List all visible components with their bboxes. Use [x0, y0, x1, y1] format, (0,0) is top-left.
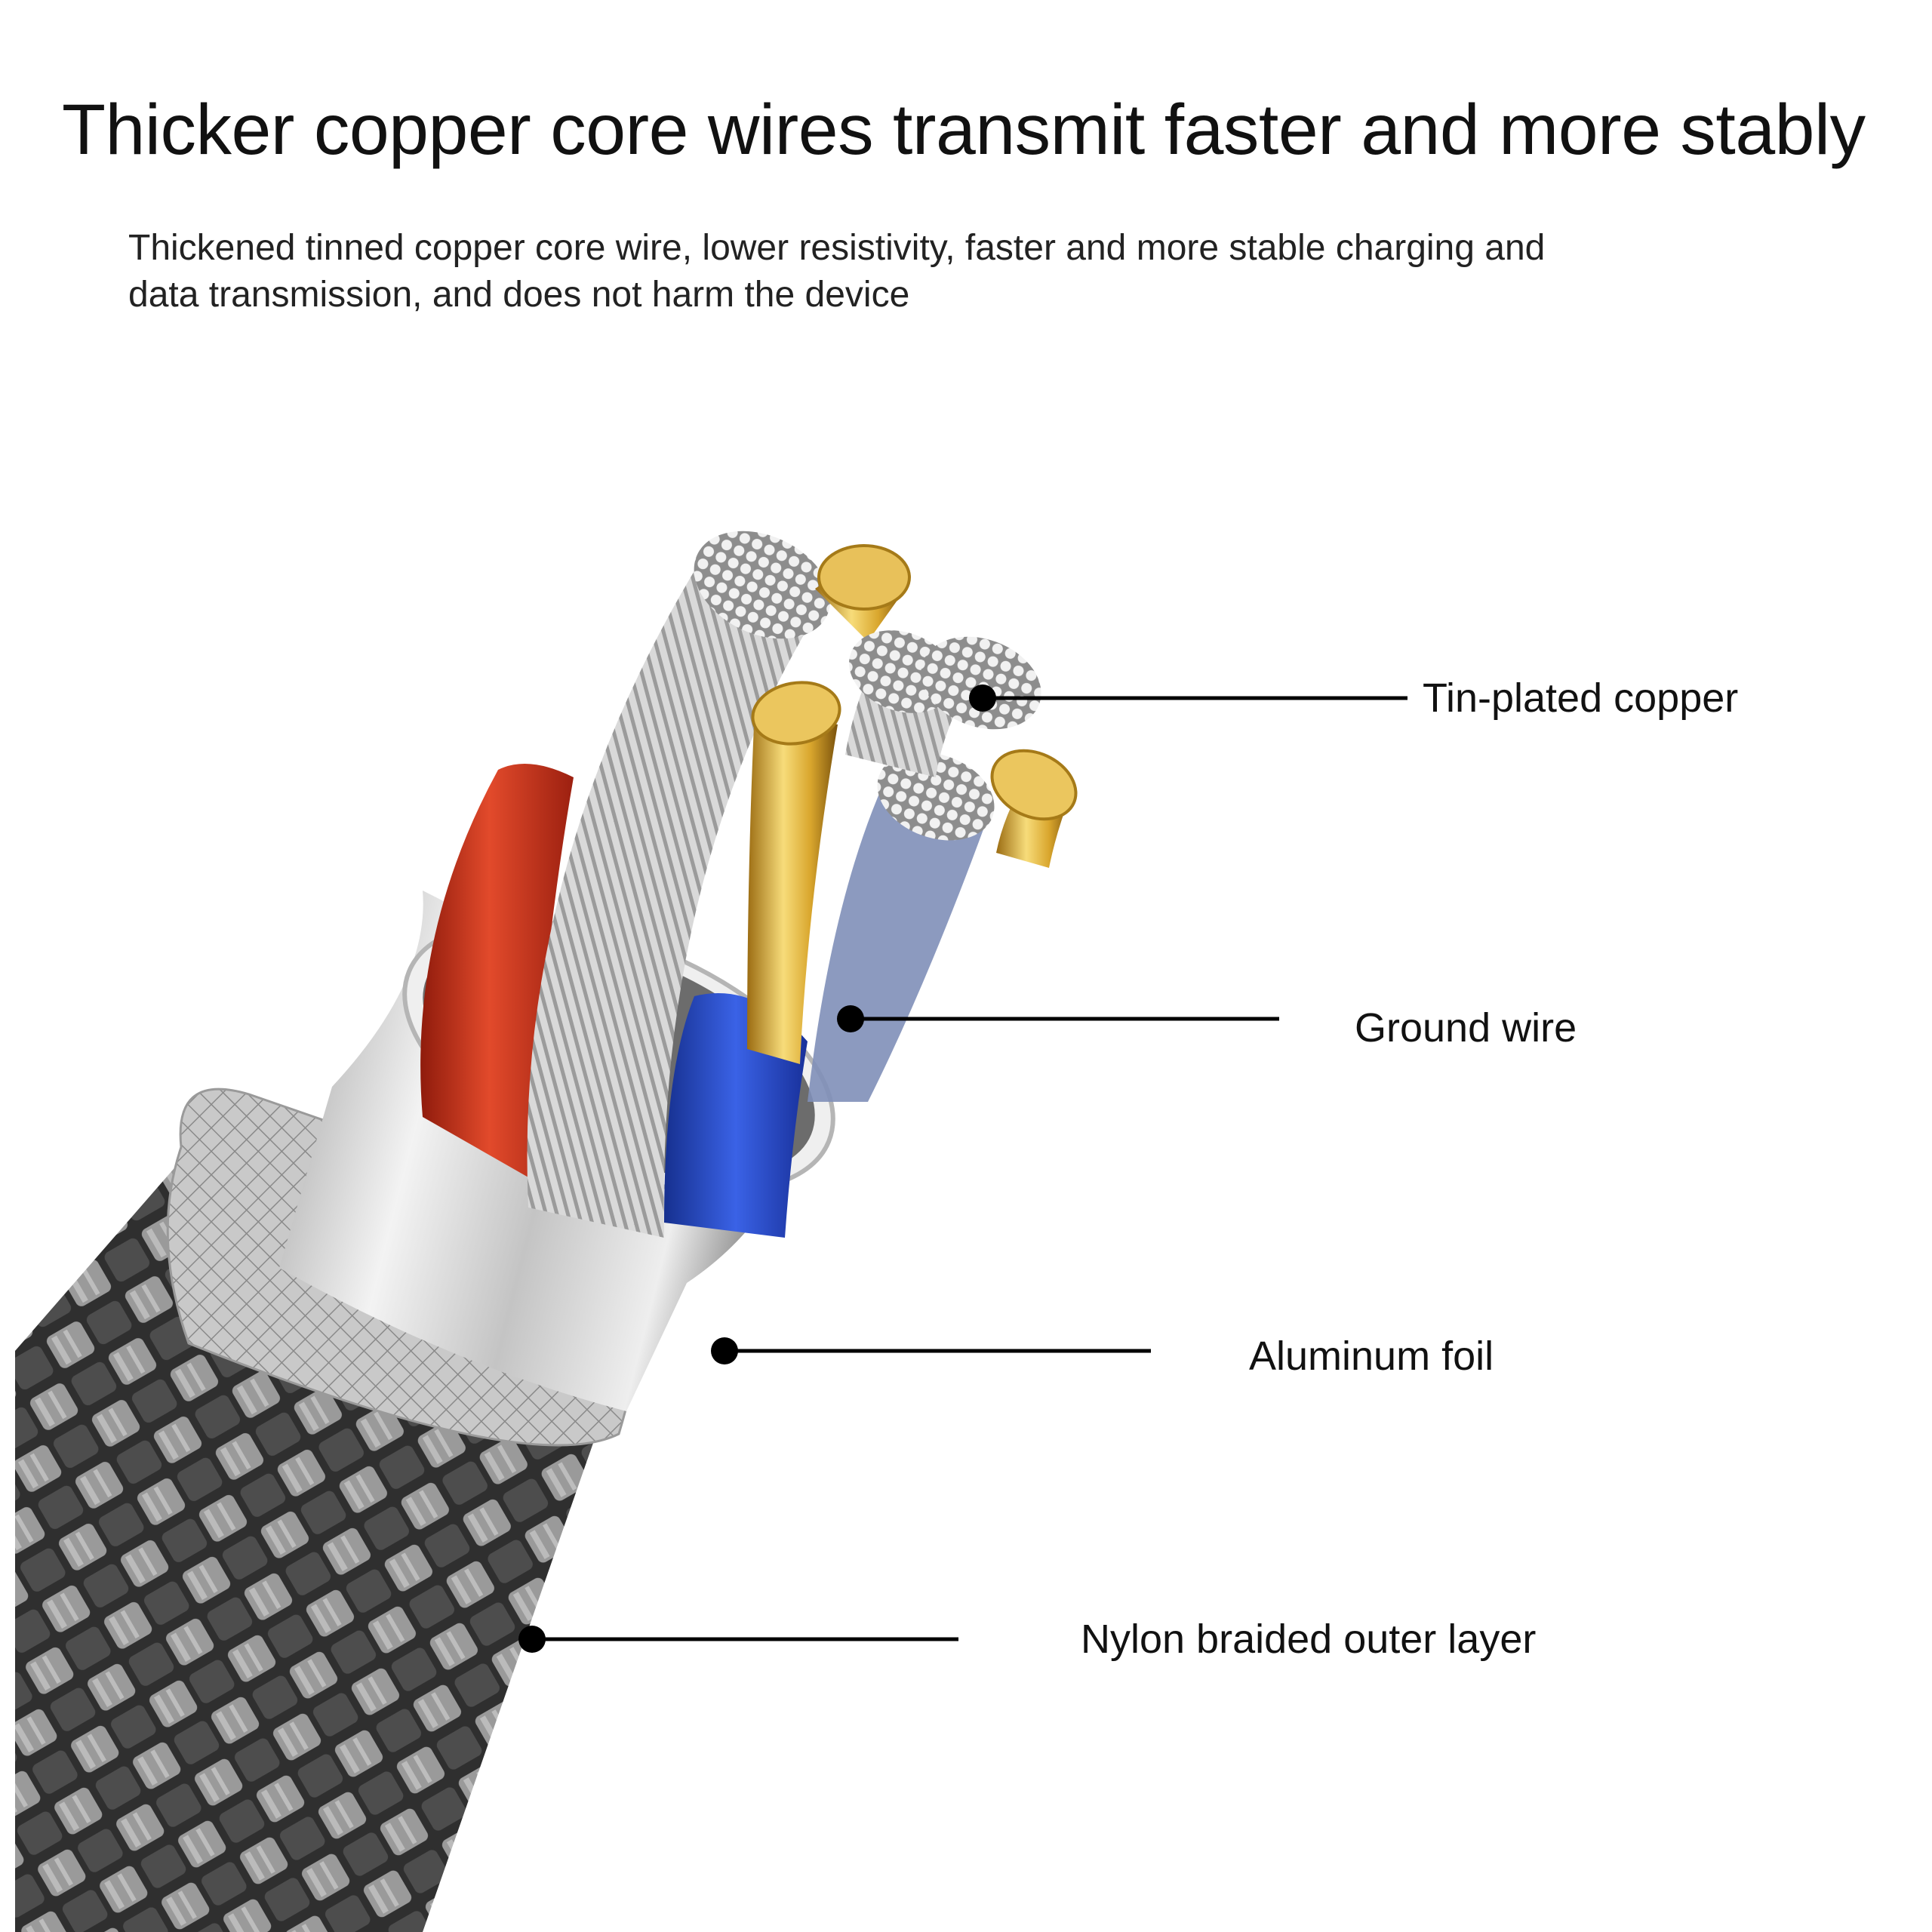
- page-title: Thicker copper core wires transmit faste…: [62, 90, 1866, 170]
- callout-nylon-braided-outer-layer: Nylon braided outer layer: [518, 1617, 1536, 1662]
- ground-strand-end: [877, 752, 995, 841]
- callout-label: Nylon braided outer layer: [1081, 1617, 1536, 1662]
- tinned-strand-bundle-large: [527, 558, 823, 1238]
- callout-label: Ground wire: [1355, 1005, 1577, 1051]
- tinned-strand-end-large: [694, 531, 831, 639]
- callout-ground-wire: Ground wire: [837, 1005, 1577, 1051]
- callout-label: Tin-plated copper: [1423, 675, 1738, 721]
- gold-core-end-rear: [817, 544, 911, 611]
- callout-tin-plated-copper: Tin-plated copper: [969, 675, 1738, 721]
- gold-core-front: [747, 709, 838, 1064]
- page-subtitle: Thickened tinned copper core wire, lower…: [128, 228, 1546, 315]
- tinned-strand-end-upper-right: [921, 636, 1041, 730]
- gold-core-end-front: [751, 681, 841, 746]
- callout-label: Aluminum foil: [1249, 1334, 1494, 1379]
- callout-aluminum-foil: Aluminum foil: [711, 1334, 1494, 1379]
- gold-core-end-right: [990, 749, 1078, 821]
